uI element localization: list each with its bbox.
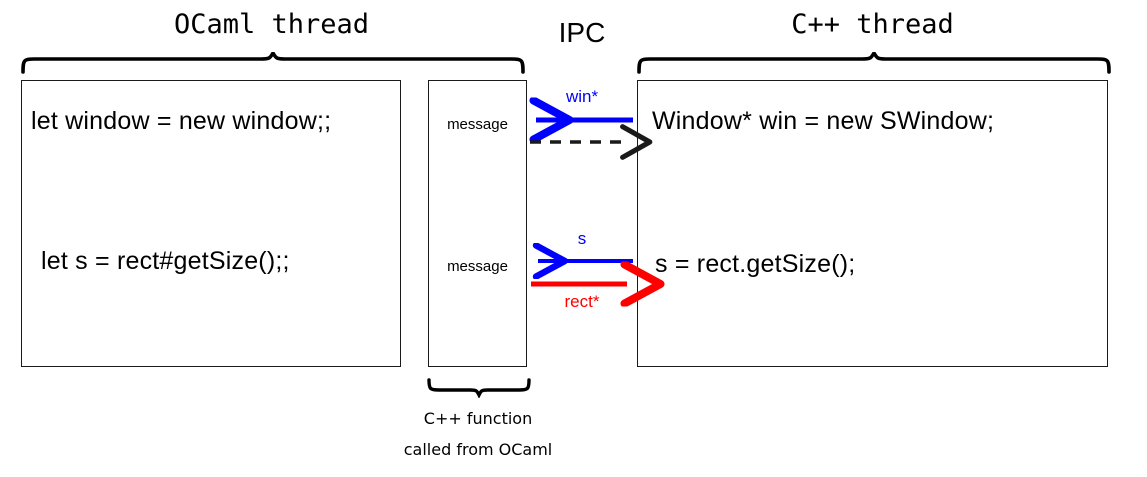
message-queue-box — [428, 80, 527, 367]
ocaml-code-box — [21, 80, 401, 367]
cpp-function-brace — [427, 378, 531, 398]
win-pointer-label: win* — [565, 87, 599, 106]
ocaml-thread-title: OCaml thread — [173, 9, 370, 40]
message-label-1: message — [447, 116, 508, 133]
ocaml-code-line-1: let window = new window;; — [31, 107, 332, 135]
rect-pointer-label: rect* — [564, 292, 600, 311]
caption-line-1: C++ function — [423, 409, 533, 428]
ipc-label: IPC — [558, 17, 606, 48]
cpp-thread-brace — [637, 52, 1111, 74]
cpp-code-line-1: Window* win = new SWindow; — [652, 107, 995, 135]
ocaml-code-line-2: let s = rect#getSize();; — [41, 247, 290, 275]
message-label-2: message — [447, 258, 508, 275]
cpp-code-box — [637, 80, 1108, 367]
cpp-thread-title: C++ thread — [791, 9, 954, 40]
s-value-label: s — [577, 229, 587, 248]
caption-line-2: called from OCaml — [403, 440, 553, 459]
ocaml-thread-brace — [21, 52, 525, 74]
cpp-code-line-2: s = rect.getSize(); — [655, 250, 856, 278]
